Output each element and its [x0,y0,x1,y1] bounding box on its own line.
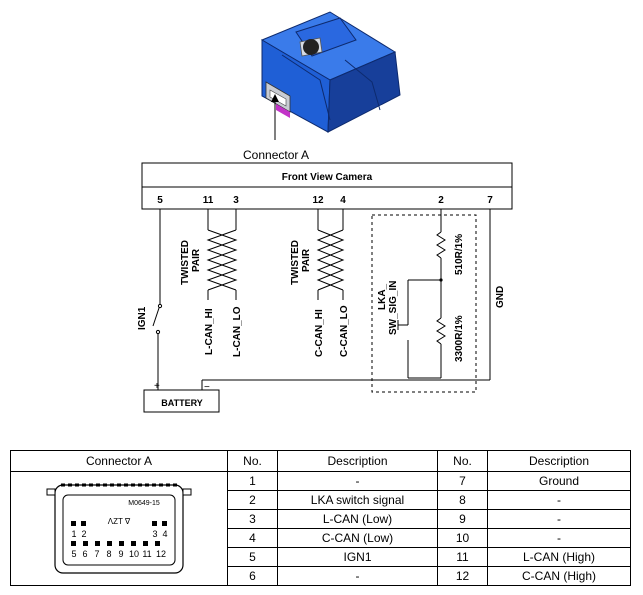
ign1-wire [152,209,161,390]
gnd-wire [201,209,491,390]
table-row: M0649-15 ΛZT ∇ 1 2 3 4 5 6 7 [10,471,631,586]
connector-drawing-cell: M0649-15 ΛZT ∇ 1 2 3 4 5 6 7 [10,471,228,586]
lka-switch-box [371,214,477,393]
pin-no-cell: 9 [437,509,488,529]
pin-no-cell: 7 [437,471,488,491]
l-can-hi-label: L-CAN_HI [204,308,215,355]
pin-no-cell: 5 [227,547,278,567]
camera-illustration [260,11,401,133]
pin-12-label: 12 [312,195,324,206]
header-description: Description [277,450,438,472]
pin-number: 4 [162,529,167,539]
header-description: Description [487,450,631,472]
ign1-label: IGN1 [137,306,148,330]
pin-no-cell: 6 [227,566,278,586]
pin-number: 6 [82,549,87,559]
pin-no-cell: 12 [437,566,488,586]
pin-number: 11 [142,549,151,559]
battery-label: BATTERY [161,398,203,408]
header-no: No. [437,450,488,472]
lka-label-line2: SW_SIG_IN [388,281,399,335]
pin-no-cell: 4 [227,528,278,548]
pin-description-cell: C-CAN (Low) [277,528,438,548]
module-title: Front View Camera [282,172,373,183]
pin-number: 5 [71,549,76,559]
pin-number: 10 [129,549,139,559]
twisted-pair-label-2: TWISTED [290,240,301,285]
pin-2-label: 2 [438,195,444,206]
c-can-twisted-pair [316,209,345,300]
table-row: 2 LKA switch signal 8 - [11,490,631,510]
pin-7-label: 7 [487,195,493,206]
connector-inverted-text: ΛZT ∇ [108,517,131,526]
pinout-table: Connector A No. Description No. Descript… [10,450,631,586]
pin-description-cell: IGN1 [277,547,438,567]
lka-label-line1: LKA_ [377,283,388,310]
battery-minus: − [204,382,210,393]
pin-number: 1 [71,529,76,539]
pin-no-cell: 10 [437,528,488,548]
pin-number: 9 [118,549,123,559]
ign1-switch-contact [155,329,161,335]
lka-resistor-network [397,209,446,379]
junction-dot [439,278,443,282]
pin-no-cell: 3 [227,509,278,529]
pin-5-label: 5 [157,195,163,206]
wiring-diagram: Connector A Front View Camera 5 11 3 12 … [137,11,513,413]
ign1-switch-contact [157,303,163,309]
table-header-row: Connector A No. Description No. Descript… [10,450,631,472]
pin-description-cell: C-CAN (High) [487,566,631,586]
pin-no-cell: 2 [227,490,278,510]
pin-description-cell: - [487,490,631,510]
pin-description-cell: - [277,471,438,491]
pin-number: 3 [152,529,157,539]
resistor-3300-label: 3300R/1% [454,315,465,362]
c-can-hi-label: C-CAN_HI [314,309,325,357]
resistor-510-label: 510R/1% [454,234,465,275]
pin-description-cell: L-CAN (Low) [277,509,438,529]
module-box [141,162,513,210]
connector-part-no: M0649-15 [128,500,160,507]
twisted-pair-label-1: TWISTED [180,240,191,285]
pin-4-label: 4 [340,195,346,206]
c-can-lo-label: C-CAN_LO [339,305,350,357]
pin-description-cell: L-CAN (High) [487,547,631,567]
pin-number: 2 [81,529,86,539]
header-no: No. [227,450,278,472]
pin-no-cell: 8 [437,490,488,510]
connector-a-drawing: M0649-15 ΛZT ∇ 1 2 3 4 5 6 7 [46,483,192,574]
callout-arrow [271,94,279,102]
pin-number: 12 [156,549,166,559]
connector-tab [276,104,290,118]
pin-no-cell: 1 [227,471,278,491]
header-connector: Connector A [10,450,228,472]
pin-number: 8 [106,549,111,559]
l-can-lo-label: L-CAN_LO [232,306,243,357]
pin-description-cell: Ground [487,471,631,491]
table-row: 5 IGN1 11 L-CAN (High) [11,547,631,567]
twisted-pair-label-2: PAIR [301,248,312,272]
pin-number: 7 [94,549,99,559]
battery-box [143,389,220,413]
pin-description-cell: - [277,566,438,586]
pin-description-cell: - [487,509,631,529]
pin-no-cell: 11 [437,547,488,567]
table-row: 6 - 12 C-CAN (High) [11,566,631,586]
pin-11-label: 11 [203,195,214,206]
twisted-pair-label-1: PAIR [191,248,202,272]
pin-3-label: 3 [233,195,239,206]
pin-description-cell: LKA switch signal [277,490,438,510]
gnd-label: GND [495,286,506,308]
callout-label: Connector A [243,148,309,162]
battery-plus: + [154,381,160,392]
pin-description-cell: - [487,528,631,548]
l-can-twisted-pair [206,209,238,300]
